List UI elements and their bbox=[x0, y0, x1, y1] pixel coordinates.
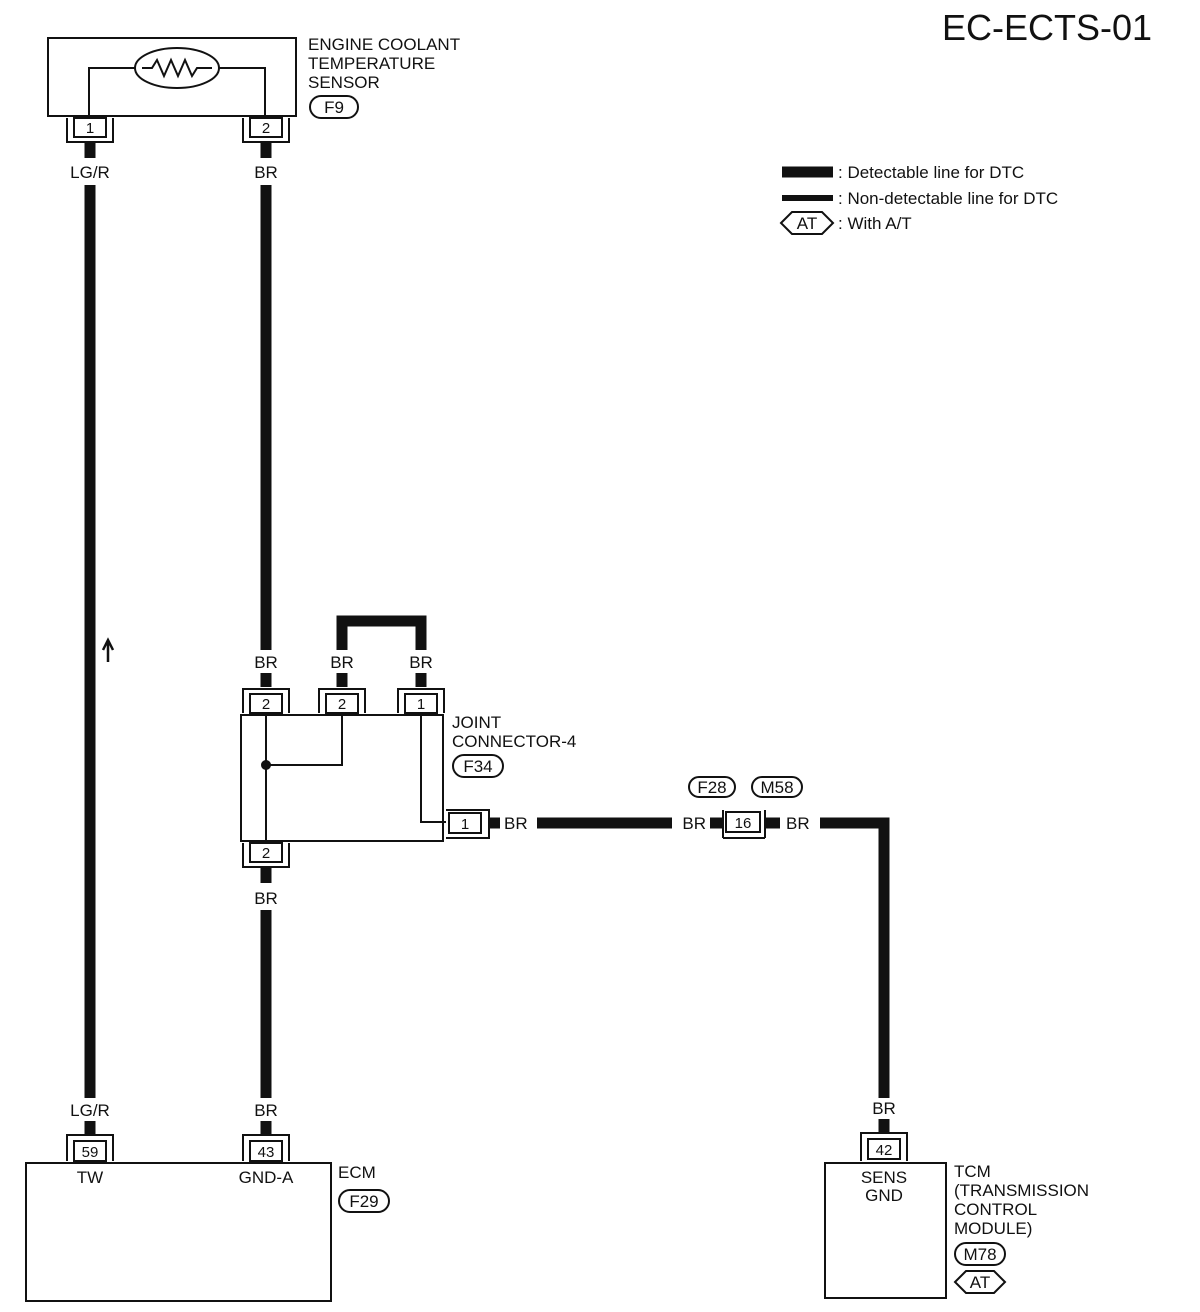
tcm-label-line2: GND bbox=[865, 1186, 903, 1205]
signal-direction-arrow-icon bbox=[101, 637, 115, 662]
joint-name-line2: CONNECTOR-4 bbox=[452, 732, 576, 751]
wire-br-label-tcm: BR bbox=[872, 1099, 896, 1118]
wire-br-joint-ecm: BR BR bbox=[254, 868, 278, 1134]
sensor-connector-id: F9 bbox=[324, 98, 344, 117]
tcm-connector-id: M78 bbox=[963, 1245, 996, 1264]
thermistor-icon bbox=[142, 57, 212, 79]
joint-pin-top-left-housing bbox=[242, 688, 290, 713]
legend: : Detectable line for DTC : Non-detectab… bbox=[779, 163, 1058, 235]
diagram-title: EC-ECTS-01 bbox=[942, 7, 1152, 48]
legend-detectable-text: : Detectable line for DTC bbox=[838, 163, 1024, 182]
wire-br-sensor-joint: BR BR bbox=[254, 143, 278, 687]
joint-pin-top-left: 2 bbox=[262, 696, 270, 713]
joint-pin-right: 1 bbox=[461, 816, 469, 833]
legend-at-text: : With A/T bbox=[838, 214, 912, 233]
tcm-connector-badge bbox=[954, 1242, 1006, 1266]
joint-jumper: BR BR bbox=[330, 615, 433, 687]
joint-pin-bottom-box bbox=[249, 842, 283, 863]
sensor-pin1-housing bbox=[66, 118, 114, 143]
joint-pin-top-right-housing bbox=[397, 688, 445, 713]
ecm-pin-tw: 59 bbox=[82, 1144, 99, 1161]
tcm-pin: 42 bbox=[876, 1142, 893, 1159]
wire-br-label-joint-right: BR bbox=[504, 814, 528, 833]
wire-br-joint-tcm: BR BR 16 F28 M58 BR BR bbox=[489, 776, 896, 1132]
joint-pin-top-right: 1 bbox=[417, 696, 425, 713]
tcm: 42 SENS GND TCM (TRANSMISSION CONTROL MO… bbox=[824, 1132, 1089, 1299]
ecm-label-gnd: GND-A bbox=[239, 1168, 294, 1187]
wire-lg-r-label-bottom: LG/R bbox=[70, 1101, 110, 1120]
legend-non-detectable-text: : Non-detectable line for DTC bbox=[838, 189, 1058, 208]
ecm-pin-tw-box bbox=[73, 1140, 107, 1162]
wire-br-label-inline-right: BR bbox=[786, 814, 810, 833]
joint-pin-right-box bbox=[448, 812, 482, 834]
inline-connector-pin-box bbox=[725, 811, 761, 833]
ecm-pin-gnd: 43 bbox=[258, 1144, 275, 1161]
sensor-name-line3: SENSOR bbox=[308, 73, 380, 92]
joint-connector-id: F34 bbox=[463, 757, 492, 776]
tcm-label-line1: SENS bbox=[861, 1168, 907, 1187]
wire-lg-r-label-top: LG/R bbox=[70, 163, 110, 182]
tcm-at-tag-shape bbox=[953, 1270, 1007, 1294]
ecm-pin-gnd-housing bbox=[242, 1134, 290, 1161]
inline-connector-right-badge bbox=[751, 776, 803, 798]
joint-pin-top-mid: 2 bbox=[338, 696, 346, 713]
legend-at-tag-shape bbox=[779, 211, 835, 235]
joint-pin-top-mid-housing bbox=[318, 688, 366, 713]
inline-connector-housing bbox=[722, 810, 766, 839]
ecm-label-tw: TW bbox=[77, 1168, 103, 1187]
joint-pin-bottom: 2 bbox=[262, 845, 270, 862]
sensor-pin1: 1 bbox=[86, 120, 94, 137]
wire-br-run-tcm bbox=[820, 817, 890, 1098]
sensor-connector-badge bbox=[309, 95, 359, 119]
wire-br-label-inline-left: BR bbox=[682, 814, 706, 833]
ecm: 59 TW 43 GND-A ECM F29 bbox=[25, 1134, 390, 1302]
ecm-connector-badge bbox=[338, 1189, 390, 1213]
wire-br-label-joint-left: BR bbox=[254, 653, 278, 672]
joint-jumper-label-right: BR bbox=[409, 653, 433, 672]
sensor-name-line2: TEMPERATURE bbox=[308, 54, 435, 73]
sensor-name-line1: ENGINE COOLANT bbox=[308, 35, 460, 54]
inline-connector-right-id: M58 bbox=[760, 778, 793, 797]
inline-connector-left-id: F28 bbox=[697, 778, 726, 797]
tcm-pin-box bbox=[867, 1138, 901, 1160]
ecm-connector-id: F29 bbox=[349, 1192, 378, 1211]
inline-connector-left-badge bbox=[688, 776, 736, 798]
coolant-temp-sensor: ENGINE COOLANT TEMPERATURE SENSOR F9 1 2 bbox=[47, 35, 460, 143]
wire-lg-r: LG/R LG/R bbox=[70, 143, 115, 1134]
sensor-pin1-box bbox=[73, 117, 107, 138]
joint-jumper-loop bbox=[336, 615, 427, 650]
ecm-pin-tw-housing bbox=[66, 1134, 114, 1161]
joint-splice-dot bbox=[261, 760, 271, 770]
sensor-pin2: 2 bbox=[262, 120, 270, 137]
joint-pin-top-right-box bbox=[404, 693, 438, 714]
ecm-name: ECM bbox=[338, 1163, 376, 1182]
joint-internal-mid bbox=[266, 715, 343, 766]
tcm-body bbox=[824, 1162, 947, 1299]
tcm-name-line1: TCM bbox=[954, 1162, 991, 1181]
wire-br-label-ecm: BR bbox=[254, 1101, 278, 1120]
sensor-element bbox=[134, 47, 220, 89]
ecm-body bbox=[25, 1162, 332, 1302]
sensor-pin2-box bbox=[249, 117, 283, 138]
joint-internal-right bbox=[420, 715, 446, 823]
tcm-pin-housing bbox=[860, 1132, 908, 1161]
joint-pin-top-left-box bbox=[249, 693, 283, 714]
sensor-pin2-housing bbox=[242, 118, 290, 143]
ecm-pin-gnd-box bbox=[249, 1140, 283, 1162]
tcm-name-line3: CONTROL bbox=[954, 1200, 1037, 1219]
joint-pin-top-mid-box bbox=[325, 693, 359, 714]
wire-br-label-joint-bottom: BR bbox=[254, 889, 278, 908]
wire-br-label-top: BR bbox=[254, 163, 278, 182]
inline-connector-pin: 16 bbox=[735, 815, 752, 832]
tcm-name-line2: (TRANSMISSION bbox=[954, 1181, 1089, 1200]
legend-at-tag: AT bbox=[797, 214, 817, 233]
joint-jumper-label-left: BR bbox=[330, 653, 354, 672]
tcm-name-line4: MODULE) bbox=[954, 1219, 1032, 1238]
joint-name-line1: JOINT bbox=[452, 713, 501, 732]
joint-connector-badge bbox=[452, 754, 504, 778]
joint-pin-bottom-housing bbox=[242, 843, 290, 868]
tcm-at-tag: AT bbox=[970, 1273, 990, 1292]
joint-connector-4: 2 2 1 1 2 JOINT CONNECTOR-4 F34 bbox=[240, 688, 576, 868]
